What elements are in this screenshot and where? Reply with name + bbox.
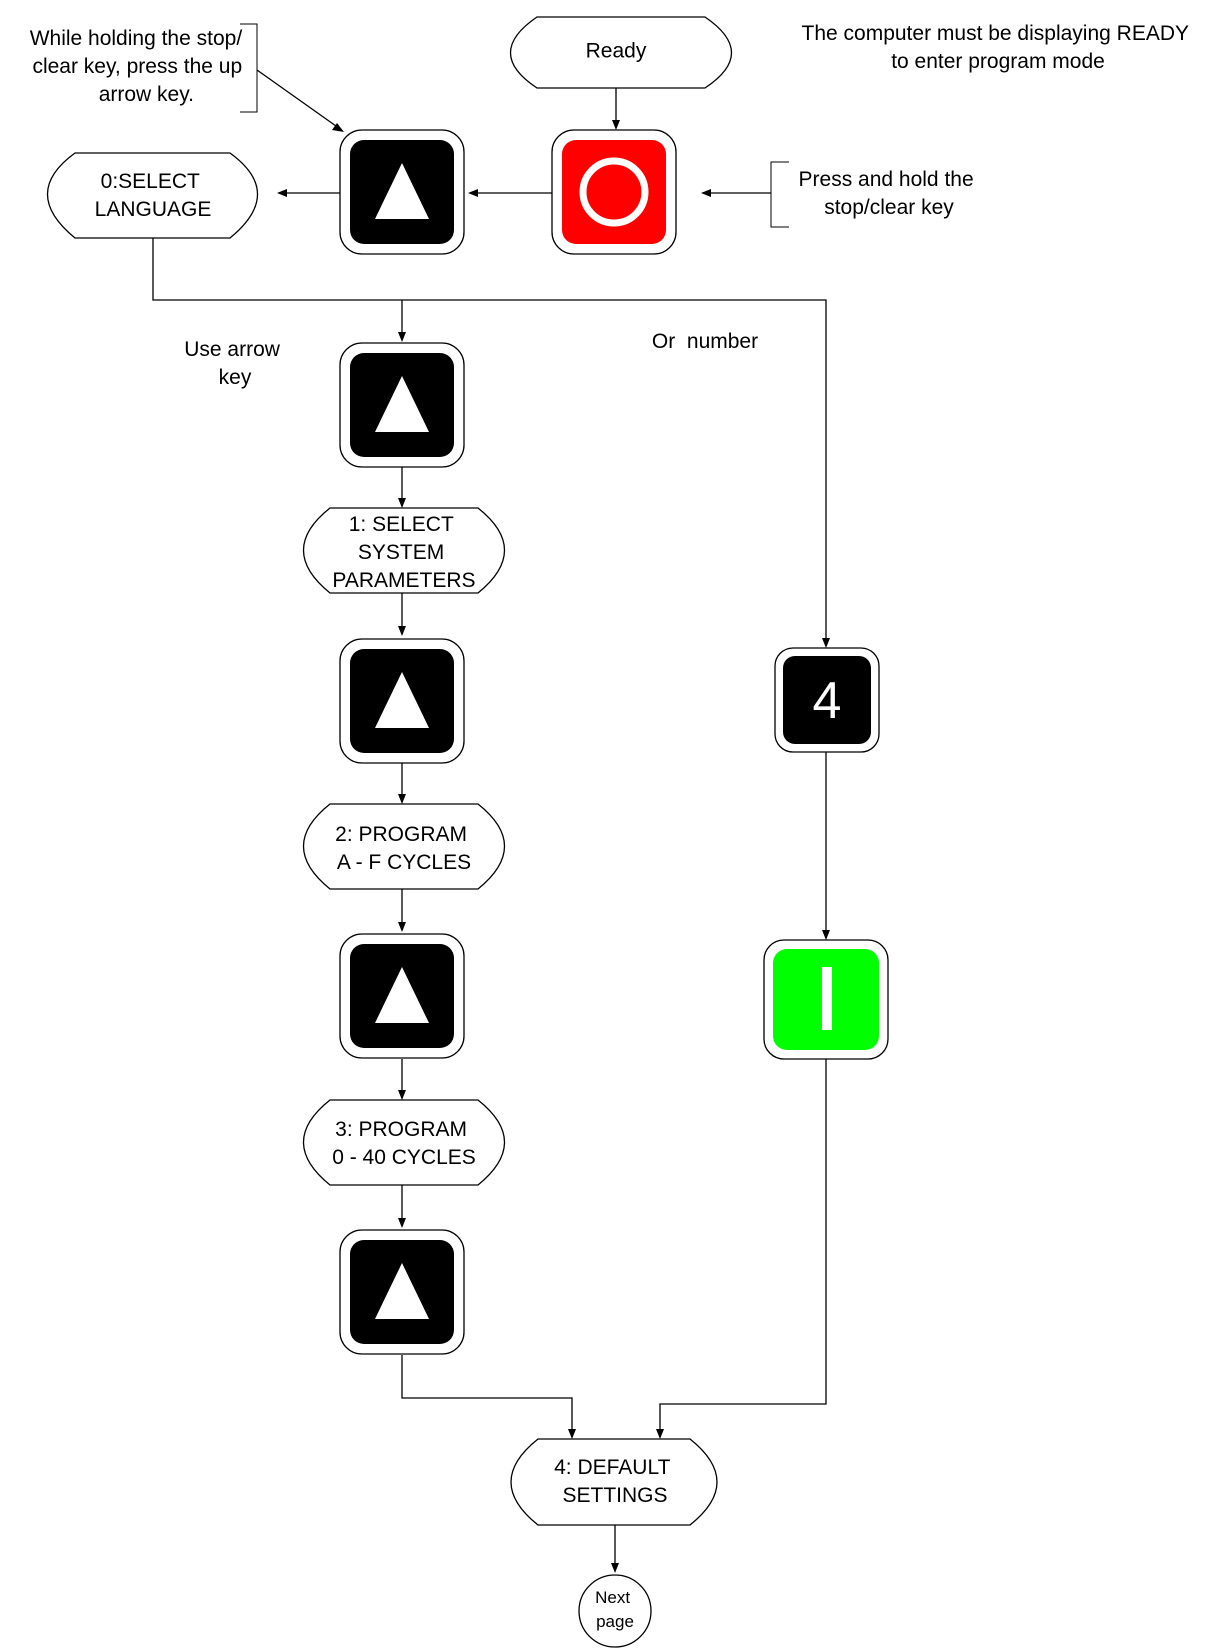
node-system-parameters: 1: SELECT SYSTEM PARAMETERS	[303, 507, 505, 594]
svg-text:While holding the stop/: While holding the stop/ clear key, press…	[30, 27, 248, 106]
svg-text:Press and hold the stop/: Press and hold the stop/clear key	[799, 168, 980, 219]
node-program-a-f: 2: PROGRAM A - F CYCLES	[303, 803, 505, 890]
number-four-key-face	[783, 656, 871, 744]
node-next-page-label: Next page	[595, 1588, 635, 1631]
annotation-hold-stop: Press and hold the stop/clear key	[770, 161, 980, 228]
node-default-settings-label: 4: DEFAULT SETTINGS	[554, 1456, 676, 1507]
up-arrow-key-1[interactable]	[339, 129, 465, 255]
stop-clear-key[interactable]	[551, 129, 677, 255]
node-ready: Ready	[510, 16, 732, 89]
annotation-or-number: Or number	[652, 330, 758, 353]
node-default-settings: 4: DEFAULT SETTINGS	[510, 1438, 718, 1526]
node-ready-label: Ready	[586, 40, 647, 63]
number-four-key[interactable]: 4	[774, 647, 880, 753]
node-select-language: 0:SELECT LANGUAGE	[46, 152, 259, 239]
node-select-language-label: 0:SELECT LANGUAGE	[95, 170, 212, 221]
number-four-key-label: 4	[813, 672, 842, 730]
up-arrow-key-4[interactable]	[339, 933, 465, 1059]
node-system-parameters-label: 1: SELECT SYSTEM PARAMETERS	[332, 513, 475, 592]
vertical-bar-icon	[822, 967, 832, 1030]
node-program-0-40-label: 3: PROGRAM 0 - 40 CYCLES	[332, 1118, 476, 1169]
circle-stop-icon	[579, 157, 649, 227]
annotation-computer-ready: The computer must be displaying READY to…	[802, 22, 1195, 73]
connectors	[152, 69, 830, 1573]
stop-clear-key-face	[562, 140, 666, 244]
up-arrow-key-3[interactable]	[339, 638, 465, 764]
node-program-a-f-label: 2: PROGRAM A - F CYCLES	[335, 823, 473, 874]
node-next-page[interactable]: Next page	[578, 1574, 652, 1648]
node-program-0-40: 3: PROGRAM 0 - 40 CYCLES	[303, 1099, 505, 1186]
start-key[interactable]	[763, 939, 889, 1060]
annotation-holding-press-up: While holding the stop/ clear key, press…	[30, 23, 258, 113]
up-arrow-key-5[interactable]	[339, 1229, 465, 1355]
annotation-use-arrow: Use arrow key	[184, 338, 286, 389]
up-arrow-key-2[interactable]	[339, 342, 465, 468]
